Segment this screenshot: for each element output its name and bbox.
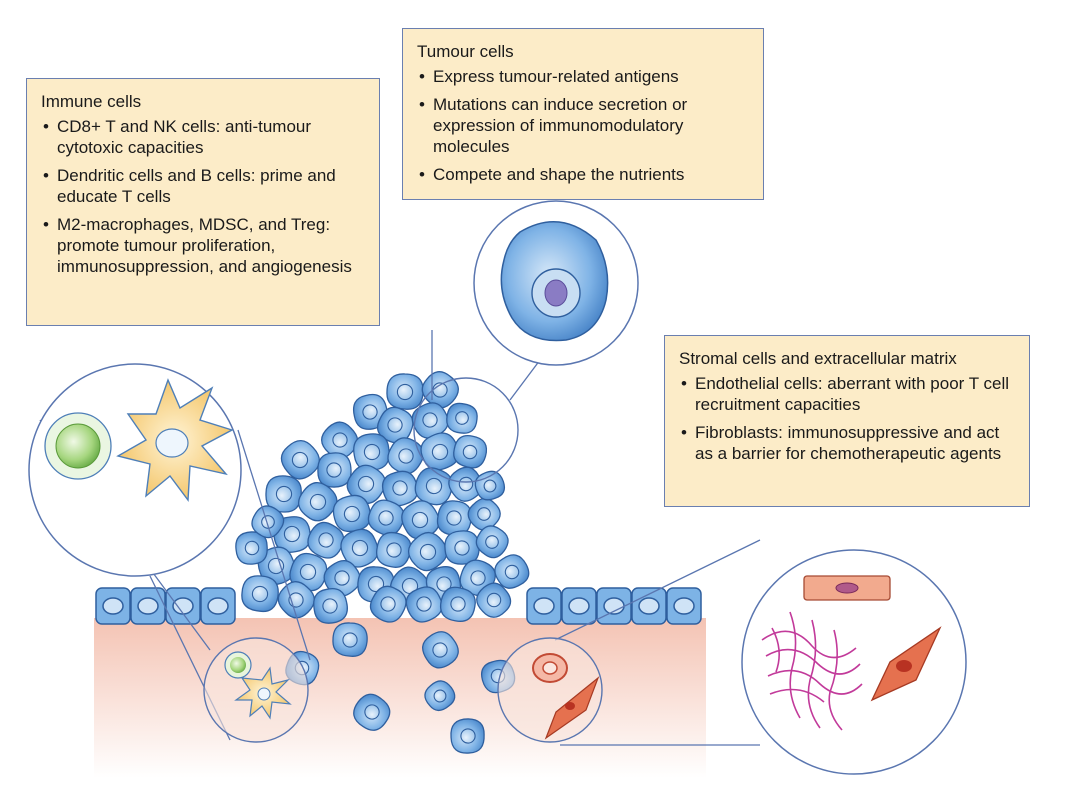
tumour-cell [475,525,509,559]
tumour-cell [467,497,501,531]
t-cell [44,412,112,480]
tumour-cell [307,521,345,559]
list-item: Fibroblasts: immunosuppressive and act a… [679,422,1015,464]
list-item: Mutations can induce secretion or expres… [417,94,749,157]
tumour-cell [476,582,512,618]
list-item: Dendritic cells and B cells: prime and e… [41,165,365,207]
tumour-cell [280,439,321,480]
tumour-cell [446,402,478,434]
extracellular-matrix-fibres [761,611,863,731]
tumour-cells-title: Tumour cells [417,42,514,61]
zoom-circle-stromal [741,549,967,775]
list-item: M2-macrophages, MDSC, and Treg: promote … [41,214,365,277]
tumour-cell-nucleolus [544,279,568,307]
immune-cells-title: Immune cells [41,92,142,111]
endothelial-cell [803,575,891,601]
tumour-cell [381,470,419,507]
tumour-cell [235,531,268,565]
tumour-mass [235,371,530,624]
epithelium-right [526,587,702,625]
tumour-cell [420,432,460,471]
tumour-cell [422,631,459,669]
immune-cells-list: CD8+ T and NK cells: anti-tumour cytotox… [41,116,365,277]
tumour-cell [407,531,448,572]
tumour-cell [450,718,485,754]
tumour-cell [386,373,424,410]
tumour-cell [313,588,348,624]
tumour-cell [353,693,391,731]
tumour-cell [436,500,472,536]
immune-cells-box: Immune cells CD8+ T and NK cells: anti-t… [26,78,380,326]
small-blood-vessel [532,653,568,683]
tumour-cell [367,499,405,536]
list-item: Endothelial cells: aberrant with poor T … [679,373,1015,415]
tumour-cell [414,467,454,506]
tumour-cell [332,622,368,657]
list-item: CD8+ T and NK cells: anti-tumour cytotox… [41,116,365,158]
tumour-cell [411,402,449,439]
stromal-cells-box: Stromal cells and extracellular matrix E… [664,335,1030,507]
tumour-cell [376,406,414,444]
tumour-cell [321,421,359,459]
tumour-cell [401,500,440,540]
tumour-cell [474,470,506,501]
stroma-tissue [94,618,706,778]
tumour-cell [494,554,530,589]
tumour-cells-list: Express tumour-related antigens Mutation… [417,66,749,185]
dendritic-nucleus [155,428,189,458]
stromal-cells-title: Stromal cells and extracellular matrix [679,349,957,368]
tumour-cell [440,586,476,622]
epithelium-left [95,587,236,625]
list-item: Compete and shape the nutrients [417,164,749,185]
list-item: Express tumour-related antigens [417,66,749,87]
small-t-cell [224,651,252,679]
tumour-cell [405,586,443,623]
tumour-cell [317,452,352,488]
zoom-circle-tumour-small [413,377,519,483]
tumour-cell [241,575,279,613]
tumour-cell [298,482,338,522]
small-fibroblast-nucleus [565,702,575,710]
tumour-cell [424,680,456,712]
tumour-cell [251,505,285,539]
tumour-cell [453,435,488,469]
tumour-cell [332,494,371,533]
tumour-cells-box: Tumour cells Express tumour-related anti… [402,28,764,200]
small-dendritic-nucleus [257,687,271,701]
fibroblast-nucleus [896,660,912,672]
tumour-cell [448,466,483,502]
stromal-cells-list: Endothelial cells: aberrant with poor T … [679,373,1015,464]
tumour-cell [376,531,412,568]
